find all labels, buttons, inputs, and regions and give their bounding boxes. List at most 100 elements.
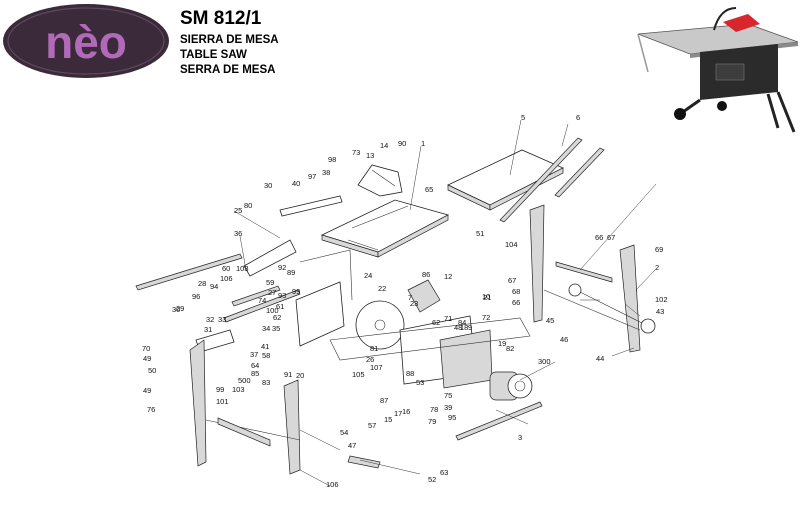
part-number-label: 101 [216, 397, 229, 406]
part-number-label: 45 [546, 316, 554, 325]
part-number-label: 9 [468, 323, 472, 332]
part-number-label: 40 [292, 179, 300, 188]
part-number-label: 17 [394, 409, 402, 418]
extension-table [447, 149, 564, 211]
part-number-label: 2 [655, 263, 659, 272]
part-number-label: 16 [402, 407, 410, 416]
part-number-label: 3 [518, 433, 522, 442]
part-number-label: 80 [244, 201, 252, 210]
part-number-label: 18 [460, 323, 468, 332]
part-number-label: 51 [476, 229, 484, 238]
part-number-label: 39 [444, 403, 452, 412]
part-number-label: 98 [328, 155, 336, 164]
part-number-label: 500 [238, 376, 251, 385]
part-number-label: 19 [498, 339, 506, 348]
part-number-label: 66 [595, 233, 603, 242]
left-legs [189, 339, 301, 475]
part-number-label: 63 [440, 468, 448, 477]
part-number-label: 78 [430, 405, 438, 414]
motor [489, 371, 533, 401]
part-number-label: 74 [258, 296, 266, 305]
part-number-label: 68 [512, 287, 520, 296]
part-number-label: 25 [234, 206, 242, 215]
part-number-label: 46 [560, 335, 568, 344]
left-side-panel [295, 281, 345, 347]
part-number-label: 76 [147, 405, 155, 414]
brand-text: nèo [45, 16, 127, 68]
part-number-label: 99 [216, 385, 224, 394]
saw-blade [355, 300, 405, 350]
part-number-label: 54 [340, 428, 348, 437]
part-number-label: 38 [322, 168, 330, 177]
part-number-label: 27 [268, 288, 276, 297]
part-number-label: 62 [432, 318, 440, 327]
part-number-label: 6 [576, 113, 580, 122]
part-number-label: 67 [607, 233, 615, 242]
main-table-top [320, 199, 450, 258]
part-number-label: 106 [220, 274, 233, 283]
part-number-label: 72 [482, 313, 490, 322]
front-rail [135, 253, 301, 323]
part-number-label: 10 [482, 292, 490, 301]
right-legs [529, 204, 641, 353]
lower-crossbar [455, 401, 543, 441]
part-number-label: 92 [278, 263, 286, 272]
part-number-label: 37 [250, 350, 258, 359]
part-number-label: 89 [287, 268, 295, 277]
part-number-label: 43 [656, 307, 664, 316]
part-number-label: 58 [262, 351, 270, 360]
blade-guard-cover [243, 239, 297, 277]
part-number-label: 64 [251, 361, 259, 370]
part-number-label: 35 [272, 324, 280, 333]
table-saw-photo [637, 7, 799, 133]
part-number-label: 13 [366, 151, 374, 160]
part-number-label: 26 [366, 355, 374, 364]
part-number-label: 53 [416, 378, 424, 387]
part-number-label: 91 [284, 370, 292, 379]
part-number-label: 21 [483, 293, 491, 302]
part-number-label: 15 [384, 415, 392, 424]
part-number-label: 75 [444, 391, 452, 400]
part-number-label: 97 [308, 172, 316, 181]
handwheel-shaft [347, 455, 381, 469]
part-number-label: 94 [210, 282, 218, 291]
part-number-label: 14 [380, 141, 388, 150]
part-number-label: 83 [262, 378, 270, 387]
part-number-label: 100 [266, 306, 279, 315]
part-number-label: 81 [370, 344, 378, 353]
part-number-label: 32 [206, 315, 214, 324]
part-number-label: 34 [262, 324, 270, 333]
part-number-label: 36 [234, 229, 242, 238]
part-number-label: 62 [273, 313, 281, 322]
part-number-label: 90 [398, 139, 406, 148]
part-number-label: 300 [538, 357, 551, 366]
blade-guard [357, 164, 403, 197]
subtitle-es: SIERRA DE MESA [180, 34, 279, 46]
part-number-label: 82 [506, 344, 514, 353]
part-number-label: 30 [264, 181, 272, 190]
part-number-label: 73 [352, 148, 360, 157]
blade-cover [407, 279, 441, 313]
part-number-label: 44 [596, 354, 604, 363]
subtitle-en: TABLE SAW [180, 49, 247, 61]
rip-fence [279, 195, 343, 217]
motor-cradle [399, 315, 493, 389]
part-number-label: 48 [454, 323, 462, 332]
part-number-label: 102 [655, 295, 668, 304]
part-number-label: 103 [232, 385, 245, 394]
part-number-label: 104 [505, 240, 518, 249]
part-number-label: 57 [368, 421, 376, 430]
extension-rails [499, 137, 605, 223]
part-number-label: 24 [364, 271, 372, 280]
part-number-label: 22 [378, 284, 386, 293]
part-number-label: 105 [352, 370, 365, 379]
part-number-label: 70 [142, 344, 150, 353]
part-number-label: 99 [292, 287, 300, 296]
part-number-label: 103 [236, 264, 249, 273]
part-number-label: 66 [512, 298, 520, 307]
part-number-label: 49 [143, 354, 151, 363]
part-number-label: 5 [521, 113, 525, 122]
part-number-label: 85 [251, 369, 259, 378]
model-title: SM 812/1 [180, 8, 262, 29]
